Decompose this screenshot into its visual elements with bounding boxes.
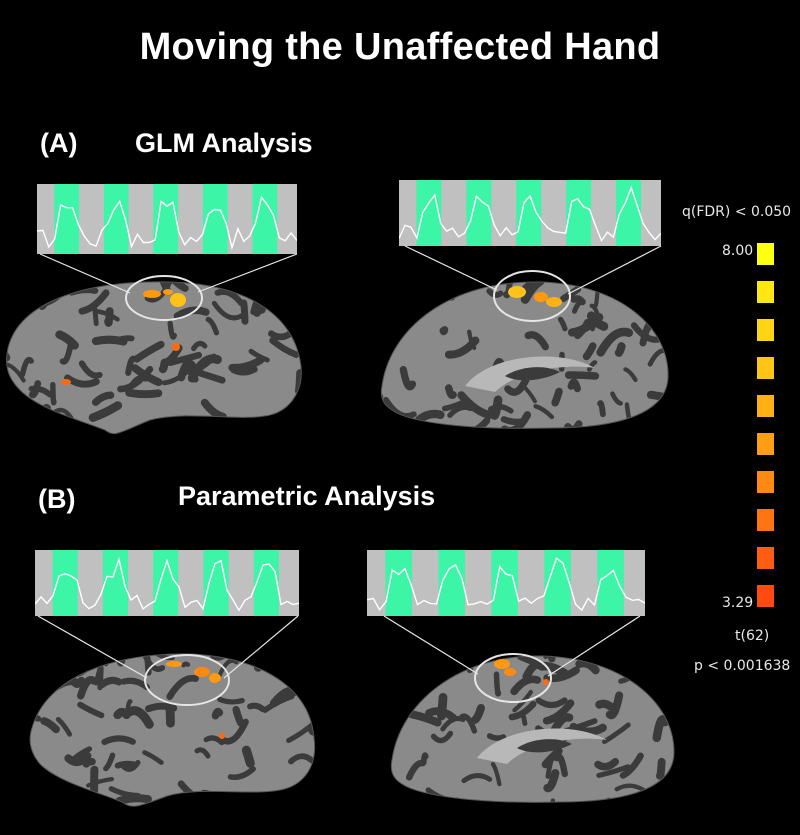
bold-signal-trace (399, 185, 661, 243)
bold-signal-trace (367, 557, 645, 612)
colorbar-swatch (757, 395, 774, 417)
activation-cluster (543, 679, 549, 685)
task-block (153, 184, 179, 254)
ventricle (517, 739, 572, 753)
brain-medial-b (390, 655, 675, 803)
legend-threshold-bottom: p < 0.001638 (694, 658, 791, 674)
legend-stat: t(62) (735, 628, 770, 644)
corpus-callosum (465, 356, 595, 392)
sulcal-pattern (391, 655, 674, 803)
activation-cluster (166, 661, 182, 667)
activation-cluster (209, 673, 221, 683)
task-block (566, 180, 592, 246)
cortical-surface (30, 653, 315, 807)
activation-cluster (163, 289, 173, 295)
ventricle (505, 367, 560, 381)
section-a-label: (A) (40, 128, 78, 158)
legend-max-value: 8.00 (722, 243, 754, 259)
brain-medial-a (380, 281, 669, 429)
cortical-surface (6, 281, 302, 434)
colorbar-swatch (757, 243, 774, 265)
activation-cluster (504, 668, 516, 676)
task-block (203, 550, 229, 616)
activation-cluster (494, 659, 510, 669)
colorbar-swatch (757, 509, 774, 531)
brain-lateral-a (6, 281, 302, 435)
colorbar-swatch (757, 357, 774, 379)
activation-cluster (219, 733, 225, 739)
colorbar-swatch (757, 547, 774, 569)
task-block (153, 550, 179, 616)
task-block (416, 180, 442, 246)
bold-signal-trace (35, 556, 299, 612)
bold-signal-trace (37, 195, 297, 251)
activation-cluster (546, 297, 562, 307)
activation-cluster (172, 343, 180, 351)
colorbar-swatch (757, 433, 774, 455)
brain-lateral-b (29, 653, 316, 807)
corpus-callosum (477, 728, 607, 764)
colorbar-swatch (757, 319, 774, 341)
colorbar-swatch (757, 471, 774, 493)
legend-min-value: 3.29 (722, 595, 754, 611)
activation-cluster (61, 379, 71, 385)
timecourse-b-left (35, 550, 299, 616)
activation-cluster (534, 292, 548, 302)
figure-title: Moving the Unaffected Hand (139, 26, 661, 68)
timecourse-a-right (399, 180, 661, 246)
task-block (597, 550, 624, 616)
task-block (466, 180, 492, 246)
section-b-title: Parametric Analysis (178, 481, 436, 511)
colorbar-swatch (757, 281, 774, 303)
colorbar-swatch (757, 585, 774, 607)
section-b-label: (B) (38, 484, 76, 514)
activation-cluster (170, 293, 186, 307)
timecourse-a-left (37, 184, 297, 254)
legend-threshold-top: q(FDR) < 0.050 (682, 204, 792, 220)
task-block (253, 550, 279, 616)
activation-cluster (508, 286, 526, 298)
activation-cluster (143, 290, 161, 298)
section-a-title: GLM Analysis (135, 128, 313, 158)
timecourse-b-right (367, 550, 645, 616)
task-block (438, 550, 465, 616)
activation-cluster (194, 667, 210, 677)
